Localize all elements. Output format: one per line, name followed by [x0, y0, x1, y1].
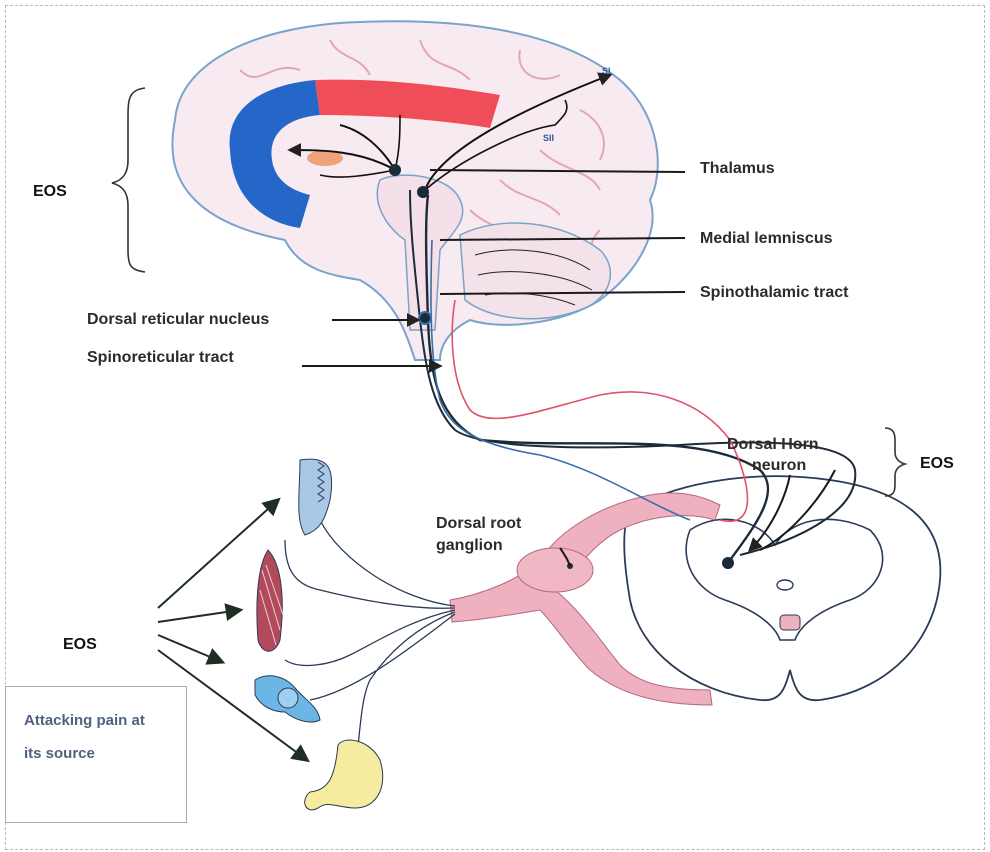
- peripheral-organs: [255, 459, 383, 810]
- thalamus-label: Thalamus: [700, 160, 775, 178]
- brace-brain: [112, 88, 145, 272]
- eos-spinal-label: EOS: [920, 455, 954, 473]
- sii-label: SII: [543, 133, 554, 143]
- dorsal-horn-label-line1: Dorsal Horn: [727, 436, 819, 454]
- callout-line1: Attacking pain at: [24, 712, 145, 729]
- dorsal-reticular-nucleus-label: Dorsal reticular nucleus: [87, 311, 269, 329]
- eos-periphery-label: EOS: [63, 636, 97, 654]
- medial-lemniscus-label: Medial lemniscus: [700, 230, 833, 248]
- brain: [172, 21, 657, 360]
- dorsal-horn-label-line2: neuron: [752, 457, 806, 475]
- callout-line2: its source: [24, 745, 95, 762]
- spinoreticular-tract-label: Spinoreticular tract: [87, 349, 234, 367]
- spinothalamic-tract-label: Spinothalamic tract: [700, 284, 848, 302]
- si-label: SI: [602, 66, 611, 76]
- brace-spinal: [885, 428, 905, 496]
- callout-box: Attacking pain at its source: [5, 686, 187, 823]
- eos-brain-label: EOS: [33, 183, 67, 201]
- dorsal-root-ganglion-label-line1: Dorsal root: [436, 515, 521, 533]
- viscera: [305, 740, 383, 810]
- dorsal-root-ganglion-label-line2: ganglion: [436, 537, 503, 555]
- skin: [299, 459, 332, 535]
